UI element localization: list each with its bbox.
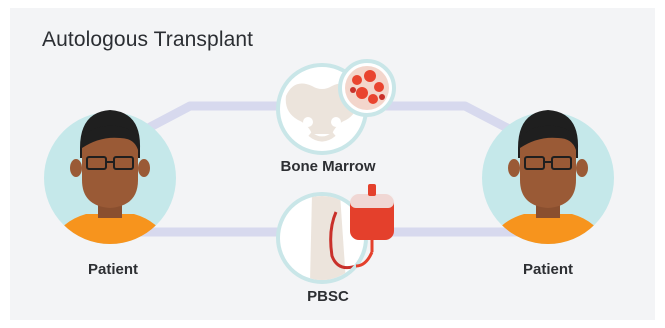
diagram-frame: Autologous Transplant Bone Marrow Patien… (10, 8, 655, 320)
patient-right-avatar (482, 110, 614, 248)
pbsc-label: PBSC (268, 288, 388, 305)
patient-right-label: Patient (483, 261, 613, 278)
bone-marrow-label: Bone Marrow (248, 158, 408, 175)
bone-marrow-icon (278, 61, 394, 153)
diagram-title: Autologous Transplant (42, 28, 253, 52)
patient-left-label: Patient (48, 261, 178, 278)
pbsc-icon (278, 184, 394, 282)
patient-left-avatar (44, 110, 176, 248)
